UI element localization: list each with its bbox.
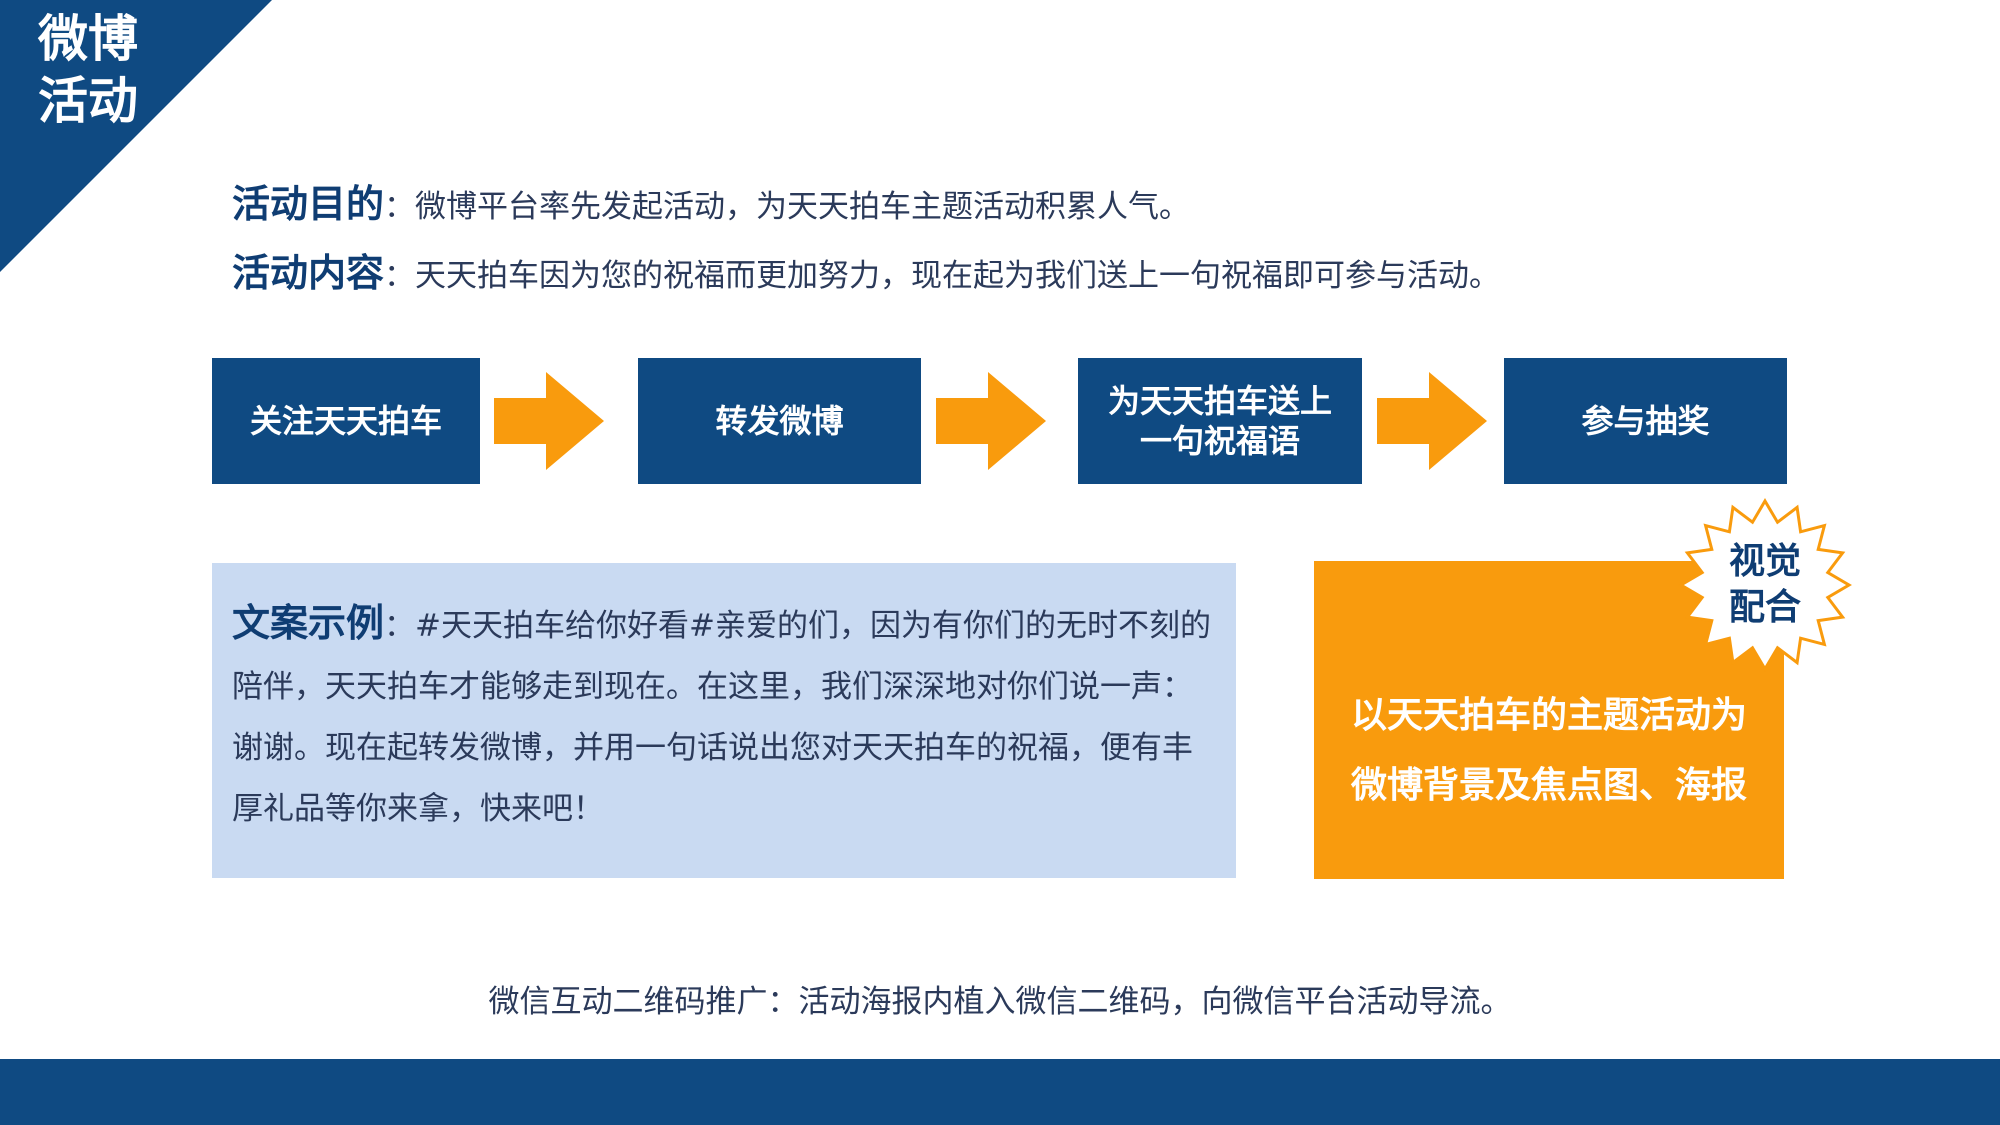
purpose-line: 活动目的：微博平台率先发起活动，为天天拍车主题活动积累人气。: [232, 182, 1190, 229]
purpose-separator: ：: [384, 189, 416, 225]
copy-example-box: 文案示例：#天天拍车给你好看#亲爱的们，因为有你们的无时不刻的陪伴，天天拍车才能…: [212, 563, 1236, 878]
badge-line2: 配合: [1728, 587, 1801, 628]
corner-title-line2: 活动: [38, 72, 138, 130]
content-label: 活动内容: [232, 251, 385, 295]
purpose-text: 微博平台率先发起活动，为天天拍车主题活动积累人气。: [415, 189, 1191, 225]
corner-title: 微博 活动: [38, 8, 138, 132]
visual-line2: 微博背景及焦点图、海报: [1350, 765, 1747, 806]
arrow-right-icon: [936, 372, 1046, 470]
copy-example-text: 文案示例：#天天拍车给你好看#亲爱的们，因为有你们的无时不刻的陪伴，天天拍车才能…: [232, 593, 1216, 840]
copy-example-label: 文案示例: [232, 601, 385, 645]
flow-step-follow: 关注天天拍车: [212, 358, 480, 484]
visual-line1: 以天天拍车的主题活动为: [1350, 695, 1747, 736]
content-line: 活动内容：天天拍车因为您的祝福而更加努力，现在起为我们送上一句祝福即可参与活动。: [232, 251, 1500, 298]
flow-step-follow-label: 关注天天拍车: [249, 402, 442, 440]
arrow-right-icon: [494, 372, 604, 470]
arrow-right-icon: [1377, 372, 1487, 470]
content-separator: ：: [384, 258, 416, 294]
badge-text: 视觉 配合: [1677, 539, 1853, 631]
corner-title-line1: 微博: [38, 10, 138, 68]
flow-step-blessing-line1: 为天天拍车送上: [1107, 382, 1332, 420]
copy-example-body: #天天拍车给你好看#亲爱的们，因为有你们的无时不刻的陪伴，天天拍车才能够走到现在…: [232, 608, 1211, 827]
footer-text: 微信互动二维码推广：活动海报内植入微信二维码，向微信平台活动导流。: [488, 984, 1512, 1020]
copy-example-separator: ：: [384, 608, 416, 644]
badge-line1: 视觉: [1728, 541, 1801, 582]
content-text: 天天拍车因为您的祝福而更加努力，现在起为我们送上一句祝福即可参与活动。: [415, 258, 1501, 294]
starburst-badge-icon: [1678, 498, 1852, 672]
purpose-label: 活动目的: [232, 182, 385, 226]
flow-step-lottery-label: 参与抽奖: [1581, 402, 1710, 440]
visual-box: 以天天拍车的主题活动为 微博背景及焦点图、海报: [1314, 561, 1784, 879]
bottom-bar: [0, 1059, 2000, 1125]
flow-step-blessing: 为天天拍车送上 一句祝福语: [1078, 358, 1362, 484]
flow-step-repost: 转发微博: [638, 358, 921, 484]
flow-step-repost-label: 转发微博: [715, 402, 844, 440]
flow-step-lottery: 参与抽奖: [1504, 358, 1787, 484]
flow-step-blessing-line2: 一句祝福语: [1139, 422, 1300, 460]
